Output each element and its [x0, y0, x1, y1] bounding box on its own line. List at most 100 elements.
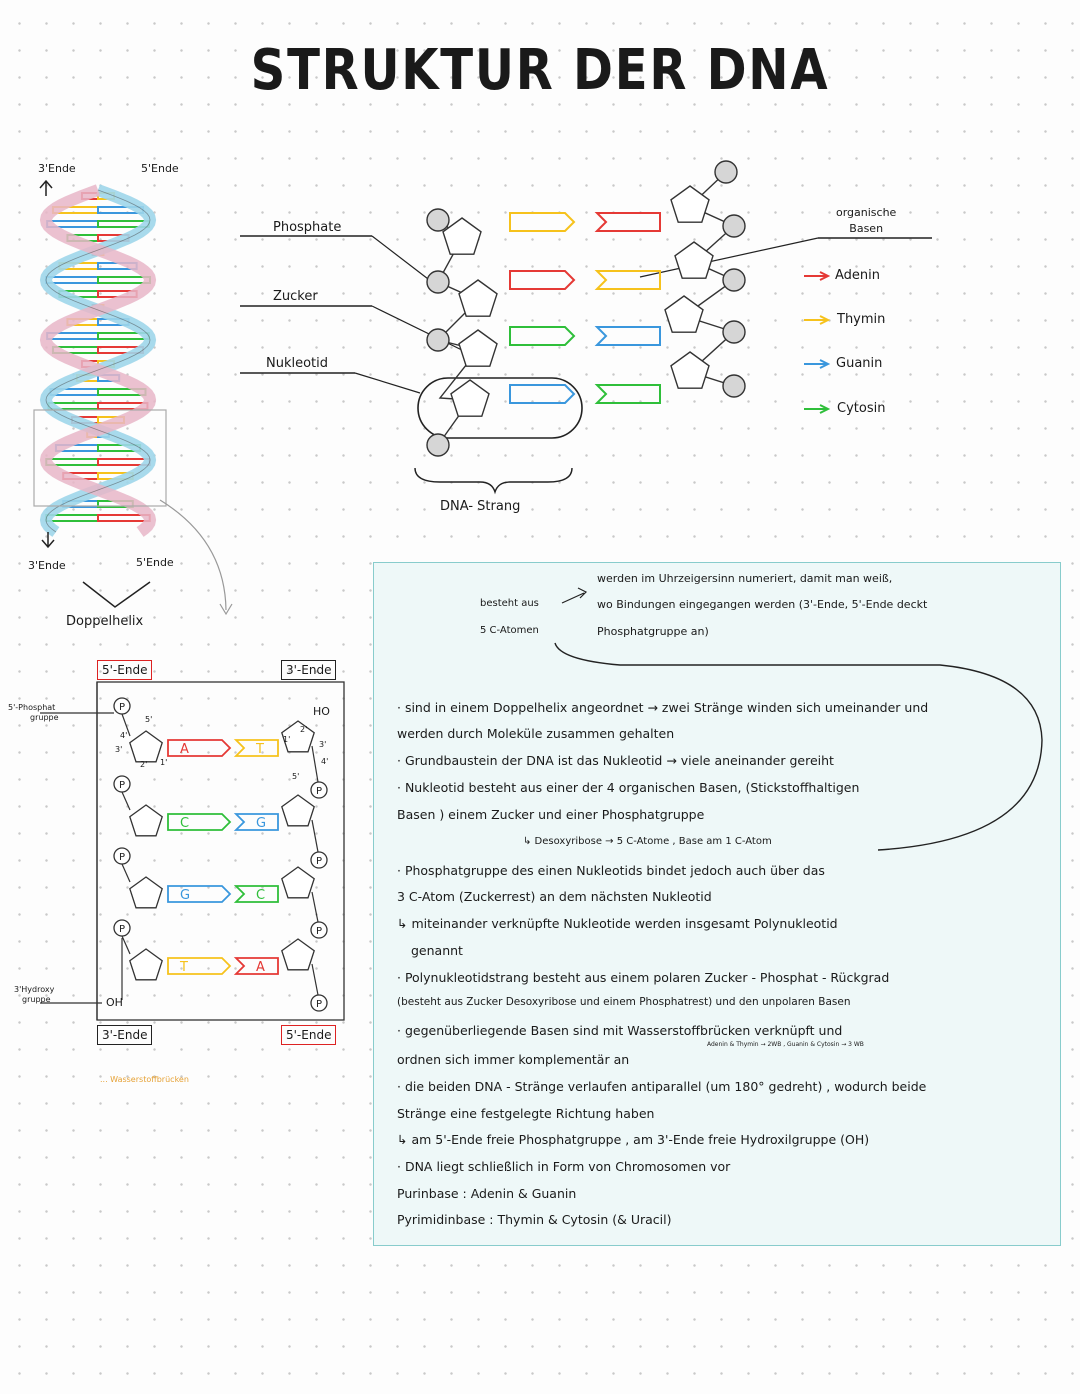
notes-line-20: Purinbase : Adenin & Guanin	[397, 1186, 577, 1201]
organic-bases-label: organische Basen	[836, 205, 896, 237]
ladder-left-base-3	[167, 957, 232, 975]
right-phosphate-1	[722, 214, 746, 238]
left-sugar-0	[442, 217, 482, 255]
helix-bottom-right-label: 5'Ende	[136, 556, 174, 569]
left-base-0	[509, 212, 576, 232]
notes-line-17: Stränge eine festgelegte Richtung haben	[397, 1106, 655, 1121]
ladder-left-base-0	[167, 739, 232, 757]
notes-line-4: · Nukleotid besteht aus einer der 4 orga…	[397, 780, 860, 795]
right-phosphate-3	[722, 320, 746, 344]
bases-pointer	[639, 237, 819, 278]
left-phosphate-2	[426, 328, 450, 352]
carbon-2-label: 2'	[140, 760, 148, 769]
left-phosphate-1	[426, 270, 450, 294]
ladder-right-base-3	[233, 957, 279, 975]
hydroxy-group-label-line2: gruppe	[22, 995, 51, 1004]
carbon-3-label: 3'	[115, 745, 123, 754]
ladder-left-link-3	[121, 935, 131, 955]
left-phosphate-0	[426, 208, 450, 232]
hydroxy-group-label-line1: 3'Hydroxy	[14, 985, 55, 994]
ladder-left-phosphate-3-label: P	[119, 924, 125, 935]
ladder-left-sugar-2	[129, 876, 163, 909]
right-base-0	[594, 212, 661, 232]
notes-line-12: (besteht aus Zucker Desoxyribose und ein…	[397, 996, 851, 1008]
right-phosphate-2	[722, 268, 746, 292]
nucleotide-pointer	[354, 372, 421, 394]
right-sugar-0	[670, 185, 710, 223]
ladder-right-phosphate-0-label: P	[316, 786, 322, 797]
dna-strand-label: DNA- Strang	[440, 499, 521, 514]
notes-line-11: · Polynukleotidstrang besteht aus einem …	[397, 970, 890, 985]
legend-arrowhead-1	[819, 315, 831, 325]
ladder-right-top-label: 3'-Ende	[281, 660, 337, 680]
helix-caption: Doppelhelix	[66, 614, 144, 629]
organic-bases-label-line1: organische	[836, 206, 897, 219]
right-base-3	[594, 384, 661, 404]
notes-line-21: Pyrimidinbase : Thymin & Cytosin (& Urac…	[397, 1212, 672, 1227]
ladder-left-sugar-1	[129, 804, 163, 837]
ladder-right-link-1	[311, 819, 319, 853]
legend-thymin: Thymin	[837, 312, 886, 327]
ladder-left-base-2	[167, 885, 232, 903]
ladder-right-phosphate-3-label: P	[316, 999, 322, 1010]
ladder-left-base-letter-3: T	[179, 960, 188, 975]
notes-side-a2: 5 C-Atomen	[480, 625, 539, 636]
right-phosphate-4	[722, 374, 746, 398]
left-base-1	[509, 270, 576, 290]
ladder-right-phosphate-2-label: P	[316, 926, 322, 937]
ladder-right-base-2	[233, 885, 279, 903]
zoom-box	[33, 409, 167, 507]
legend-arrowhead-3	[819, 404, 831, 414]
notes-line-5: Basen ) einem Zucker und einer Phosphatg…	[397, 807, 705, 822]
ladder-right-base-letter-3: A	[256, 960, 265, 975]
ladder-left-bottom-label: 3'-Ende	[97, 1025, 153, 1045]
ladder-right-sugar-2	[281, 866, 315, 899]
hydrogen-bond-legend: ... Wasserstoffbrücken	[100, 1075, 189, 1084]
helix-top-right-label: 5'Ende	[141, 162, 179, 175]
ladder-right-link-2	[311, 891, 319, 923]
ho-label: HO	[313, 705, 330, 718]
left-sugar-1	[458, 279, 498, 317]
notes-panel	[373, 562, 1061, 1246]
legend-guanin: Guanin	[836, 356, 883, 371]
notes-side-b3: Phosphatgruppe an)	[597, 625, 709, 638]
organic-bases-label-line2: Basen	[849, 222, 884, 235]
ladder-left-link-2	[121, 863, 131, 883]
right-carbon-2-label: 2'	[300, 725, 308, 734]
ladder-right-link-3	[311, 963, 319, 996]
carbon-5-label: 5'	[145, 715, 153, 724]
notes-line-13: · gegenüberliegende Basen sind mit Wasse…	[397, 1023, 843, 1038]
left-sugar-3	[450, 379, 490, 417]
ladder-right-sugar-0	[281, 720, 315, 753]
page-title: STRUKTUR DER DNA	[250, 38, 830, 103]
notes-line-2: werden durch Moleküle zusammen gehalten	[397, 726, 675, 741]
legend-cytosin: Cytosin	[837, 401, 886, 416]
ladder-right-phosphate-0	[310, 781, 328, 799]
caption-pointer	[82, 581, 151, 608]
strand-brace	[414, 467, 573, 495]
left-base-2	[509, 326, 576, 346]
notes-line-15: ordnen sich immer komplementär an	[397, 1052, 630, 1067]
notes-line-1: · sind in einem Doppelhelix angeordnet →…	[397, 700, 929, 715]
ladder-right-phosphate-2	[310, 921, 328, 939]
legend-arrowhead-2	[819, 359, 831, 369]
helix-strand-pink	[39, 184, 157, 537]
ladder-left-base-1	[167, 813, 232, 831]
notes-line-10: genannt	[411, 943, 463, 958]
ladder-right-base-letter-0: T	[255, 742, 264, 757]
ladder-right-phosphate-1	[310, 851, 328, 869]
notes-side-a1: besteht aus	[480, 598, 539, 609]
notes-link-arc	[554, 642, 1043, 851]
hydroxy-group-label: 3'Hydroxy gruppe	[14, 985, 54, 1005]
ladder-right-phosphate-1-label: P	[316, 856, 322, 867]
ladder-right-base-1	[233, 813, 279, 831]
nucleotide-outline	[417, 377, 583, 439]
oh-label: OH	[106, 996, 123, 1009]
right-carbon-1-label: 1'	[283, 735, 291, 744]
phosphate-label: Phosphate	[273, 220, 342, 235]
left-sugar-2	[458, 329, 498, 367]
ladder-right-sugar-1	[281, 794, 315, 827]
right-base-2	[594, 326, 661, 346]
